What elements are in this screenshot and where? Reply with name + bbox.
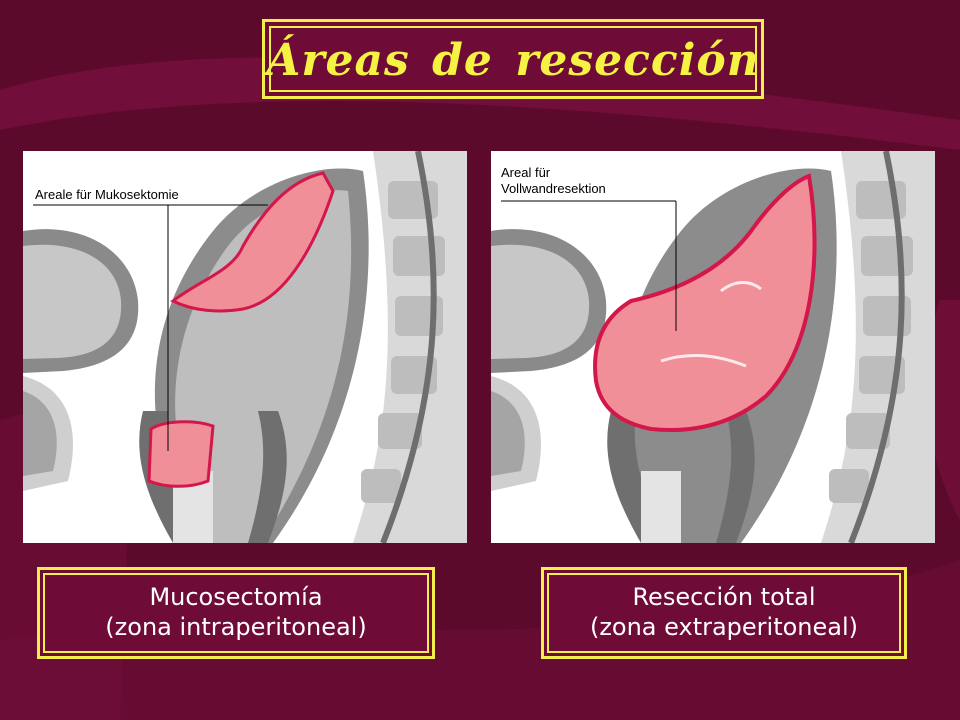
diagram-mucosectomy: Areale für Mukosektomie [23, 151, 467, 543]
caption-total-resection-text: Resección total (zona extraperitoneal) [544, 582, 904, 642]
title-banner: Áreas de resección [262, 19, 764, 99]
caption-mucosectomy-line2: (zona intraperitoneal) [105, 613, 367, 641]
caption-mucosectomy: Mucosectomía (zona intraperitoneal) [37, 567, 435, 659]
anatomy-illustration-right [491, 151, 935, 543]
caption-total-resection-line2: (zona extraperitoneal) [589, 613, 859, 641]
caption-total-resection-line1: Resección total [632, 583, 816, 611]
caption-mucosectomy-text: Mucosectomía (zona intraperitoneal) [40, 582, 432, 642]
label-full-wall-area-line2: Vollwandresektion [501, 181, 606, 196]
diagram-full-wall-resection: Areal für Vollwandresektion [491, 151, 935, 543]
page-title: Áreas de resección [266, 35, 760, 86]
label-full-wall-area-line1: Areal für [501, 165, 551, 180]
anatomy-illustration-left [23, 151, 467, 543]
caption-mucosectomy-line1: Mucosectomía [149, 583, 323, 611]
caption-total-resection: Resección total (zona extraperitoneal) [541, 567, 907, 659]
label-mucosectomy-area: Areale für Mukosektomie [35, 187, 179, 202]
